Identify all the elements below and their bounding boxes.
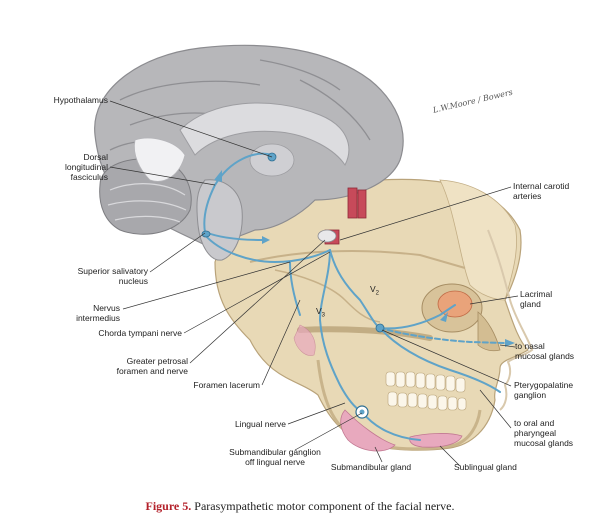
label-nasal-mucosal-glands: to nasal mucosal glands bbox=[515, 341, 575, 361]
internal-carotid-arteries bbox=[317, 187, 367, 245]
label-v2: V2 bbox=[370, 284, 380, 297]
nerve-arrows bbox=[214, 170, 515, 347]
glands bbox=[293, 324, 463, 452]
label-foramen-lacerum: Foramen lacerum bbox=[193, 380, 260, 390]
label-lingual-nerve: Lingual nerve bbox=[234, 419, 286, 429]
brain bbox=[94, 44, 404, 261]
label-nervus-intermedius: Nervus intermedius bbox=[76, 303, 120, 323]
ganglia bbox=[201, 152, 385, 419]
label-dorsal-longitudinal-fasciculus: Dorsal longitudinal fasciculus bbox=[64, 152, 108, 182]
sublingual-gland bbox=[409, 433, 463, 448]
label-oral-pharyngeal-glands: to oral and pharyngeal mucosal glands bbox=[514, 418, 574, 448]
pterygopalatine-ganglion bbox=[375, 323, 385, 333]
superior-salivatory-dot bbox=[201, 230, 211, 238]
nerve-pathways bbox=[203, 152, 506, 441]
figure-caption: Figure 5. Parasympathetic motor componen… bbox=[0, 499, 600, 514]
leader-lines bbox=[109, 100, 519, 467]
label-pterygopalatine-ganglion: Pterygopalatine ganglion bbox=[514, 380, 574, 400]
submandibular-gland bbox=[340, 409, 396, 452]
label-superior-salivatory-nucleus: Superior salivatory nucleus bbox=[77, 266, 148, 286]
figure-number: Figure 5. bbox=[145, 499, 192, 513]
label-internal-carotid-arteries: Internal carotid arteries bbox=[513, 181, 570, 201]
label-chorda-tympani-nerve: Chorda tympani nerve bbox=[98, 328, 182, 338]
label-lacrimal-gland: Lacrimal gland bbox=[520, 289, 553, 309]
face-outline bbox=[487, 229, 534, 411]
teeth bbox=[385, 371, 467, 411]
label-greater-petrosal: Greater petrosal foramen and nerve bbox=[116, 356, 188, 376]
label-hypothalamus: Hypothalamus bbox=[53, 95, 108, 105]
label-sublingual-gland: Sublingual gland bbox=[454, 462, 517, 472]
label-v3: V3 bbox=[316, 306, 326, 319]
label-submandibular-gland: Submandibular gland bbox=[330, 462, 412, 472]
label-submandibular-ganglion: Submandibular ganglion off lingual nerve bbox=[229, 447, 321, 467]
caption-text: Parasympathetic motor component of the f… bbox=[194, 499, 455, 513]
